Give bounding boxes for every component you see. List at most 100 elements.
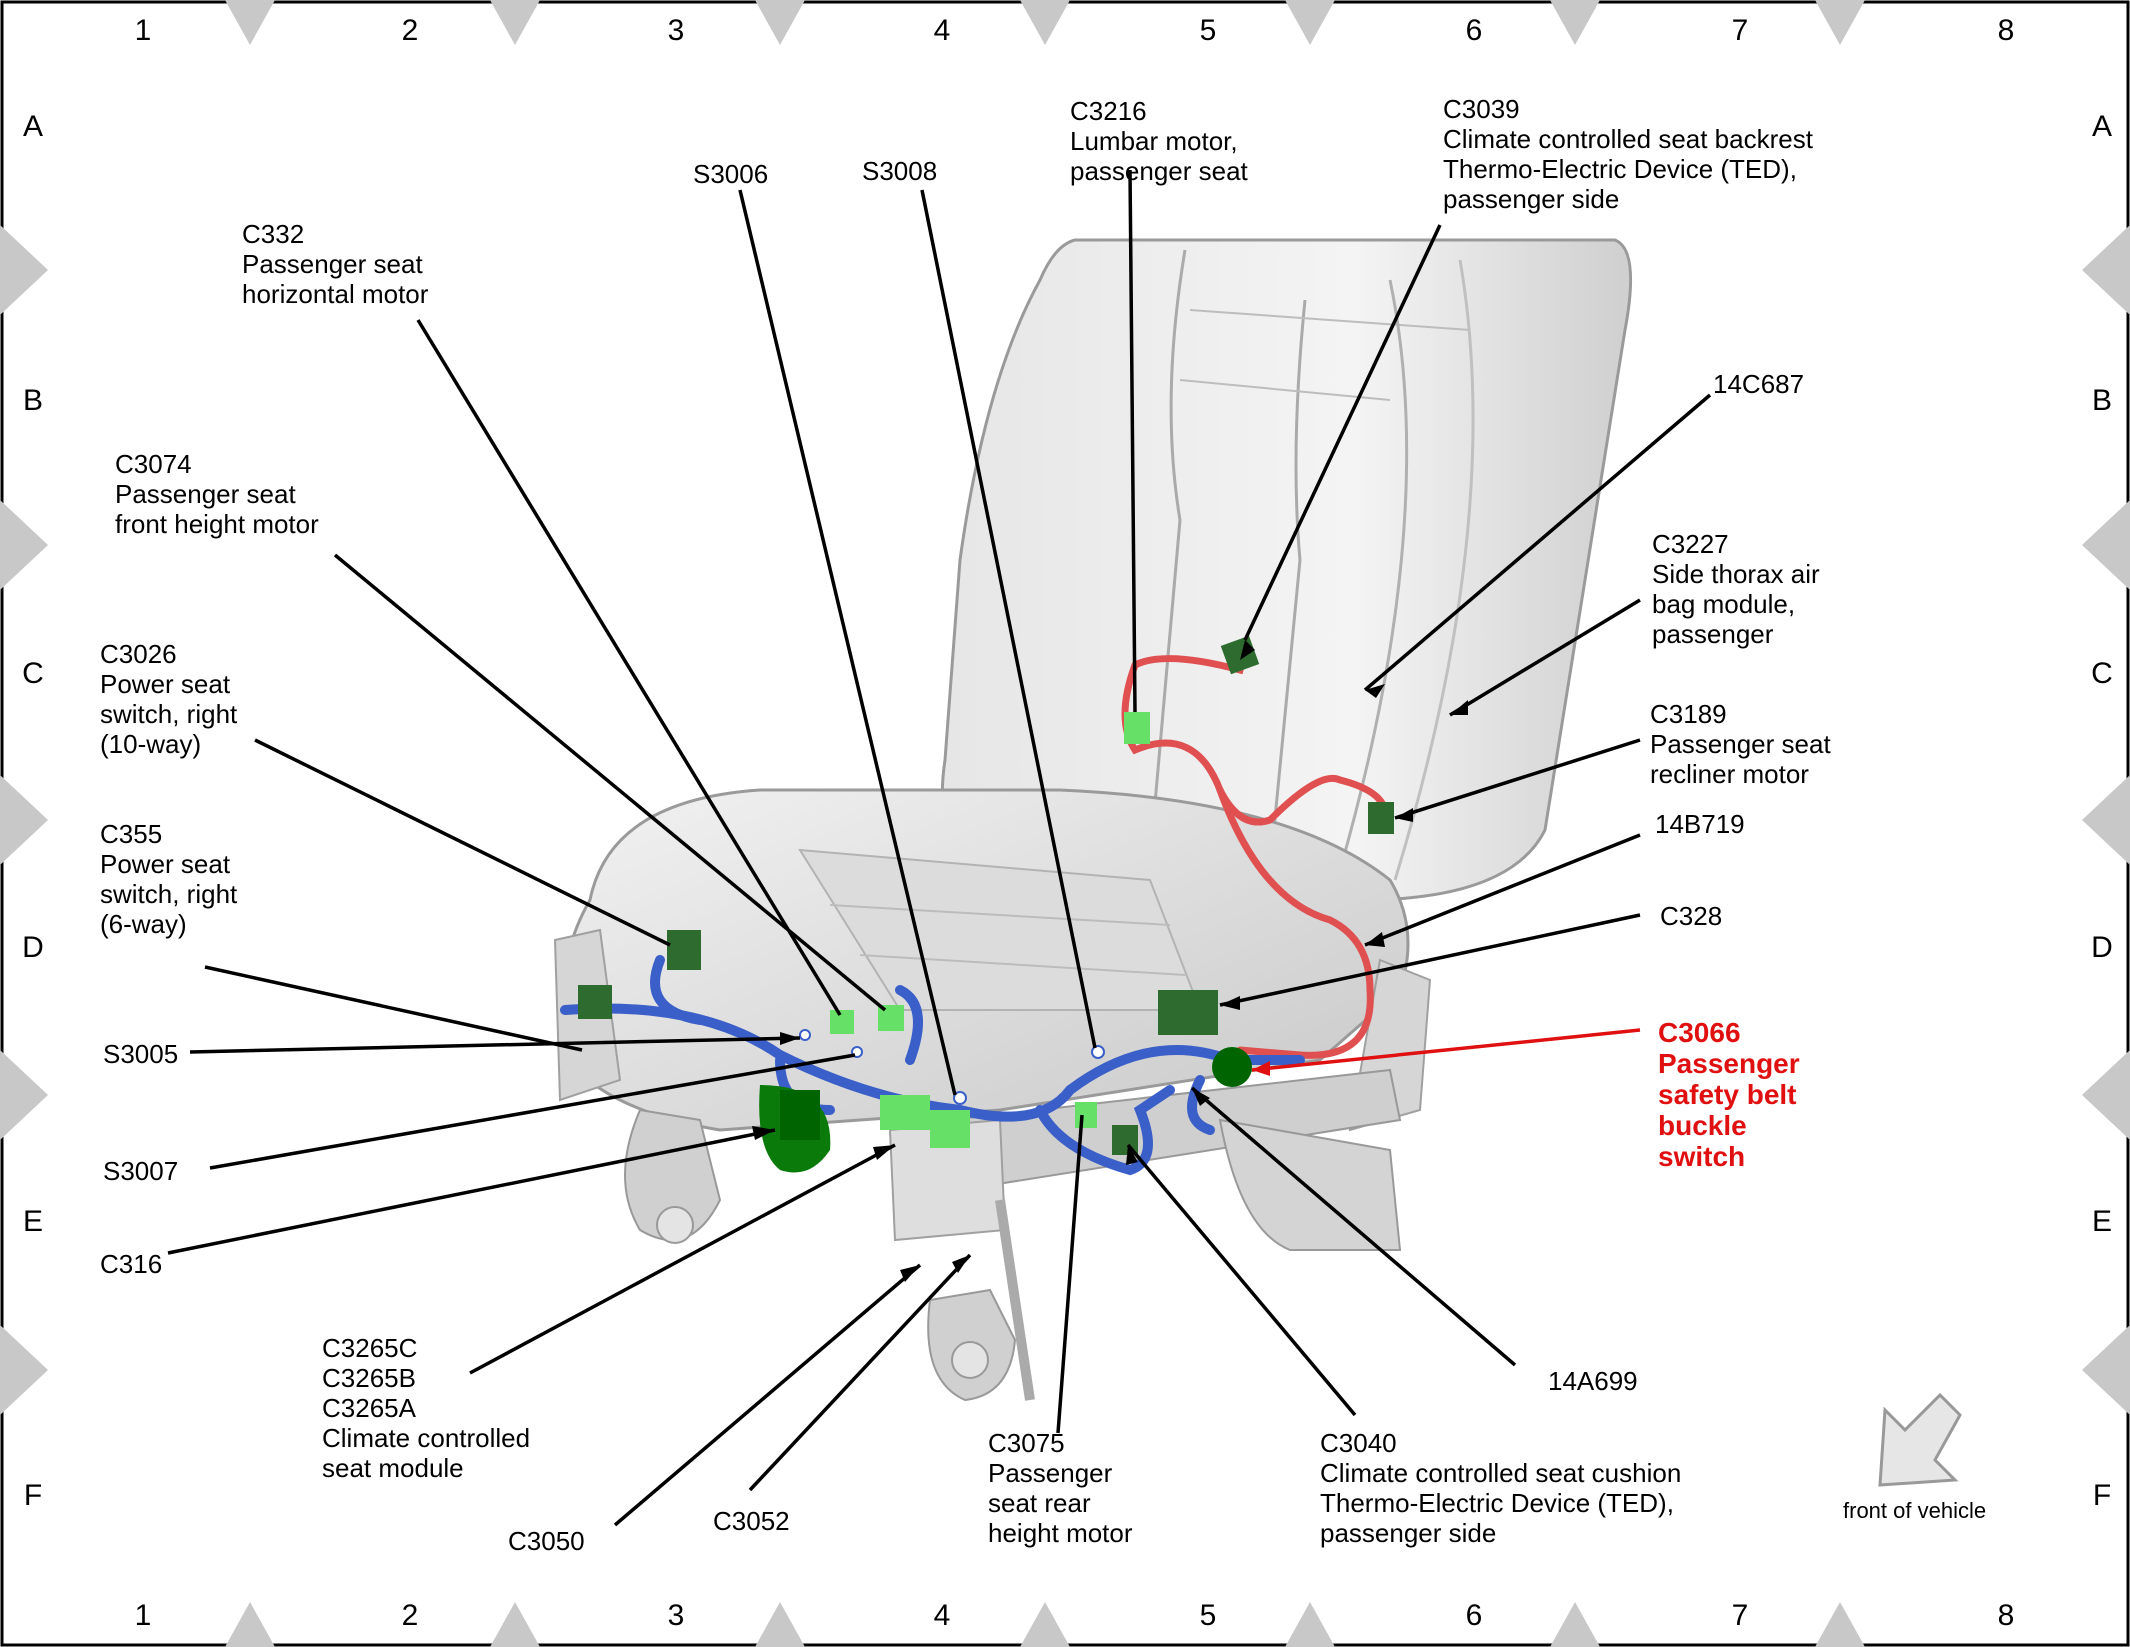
grid-column-label: 4 [934,1599,951,1632]
label-line: C3066 [1658,1017,1741,1048]
label-line: seat rear [988,1488,1091,1518]
label-s3005: S3005 [103,1039,178,1069]
label-line: C3265B [322,1363,416,1393]
label-line: C3026 [100,639,177,669]
grid-row-label: E [23,1205,43,1238]
grid-column-label: 6 [1466,1599,1483,1632]
connector-c355 [578,985,612,1019]
label-line: Side thorax air [1652,559,1820,589]
label-line: C3216 [1070,96,1147,126]
label-line: passenger side [1320,1518,1496,1548]
label-line: switch, right [100,879,238,909]
label-line: S3006 [693,159,768,189]
connector-c3026 [667,930,701,970]
label-line: Power seat [100,669,231,699]
label-line: switch [1658,1141,1745,1172]
label-line: Thermo-Electric Device (TED), [1320,1488,1674,1518]
connector-c328 [1158,990,1218,1035]
grid-row-label: B [2092,384,2112,417]
splice-s3008 [1091,1045,1105,1059]
splice-s3006 [953,1091,967,1105]
label-line: (10-way) [100,729,201,759]
grid-row-label: E [2092,1205,2112,1238]
label-line: passenger side [1443,184,1619,214]
label-line: Climate controlled seat cushion [1320,1458,1681,1488]
grid-column-label: 4 [934,14,951,47]
label-line: C3040 [1320,1428,1397,1458]
label-line: S3008 [862,156,937,186]
leader-c3066 [1251,1028,1641,1072]
label-line: C328 [1660,901,1722,931]
connector-c3075 [1075,1102,1097,1128]
label-line: C355 [100,819,162,849]
label-line: passenger seat [1070,156,1249,186]
grid-column-label: 7 [1732,1599,1749,1632]
label-line: 14A699 [1548,1366,1638,1396]
label-line: C316 [100,1249,162,1279]
leader-lines [167,169,1712,1527]
label-c3052: C3052 [713,1506,790,1536]
label-line: Passenger seat [1650,729,1831,759]
label-line: Passenger seat [242,249,423,279]
connector-c332 [830,1010,854,1034]
label-line: C3039 [1443,94,1520,124]
grid-row-label: C [2091,657,2113,690]
grid-row-label: C [22,657,44,690]
grid-column-label: 3 [668,14,685,47]
connector-c3189 [1368,802,1394,834]
grid-column-label: 5 [1200,14,1217,47]
label-line: C3074 [115,449,192,479]
label-s3008: S3008 [862,156,937,186]
grid-row-label: A [23,110,43,143]
label-line: seat module [322,1453,464,1483]
label-line: S3007 [103,1156,178,1186]
grid-column-label: 7 [1732,14,1749,47]
front-of-vehicle-indicator: front of vehicle [1843,1392,1986,1523]
grid-column-label: 8 [1998,14,2015,47]
connector-c3066 [1212,1047,1252,1087]
label-line: Climate controlled seat backrest [1443,124,1814,154]
label-line: C3265C [322,1333,417,1363]
grid-row-label: F [24,1479,42,1512]
blue-harness [560,955,1305,1176]
grid-row-label: B [23,384,43,417]
label-line: Climate controlled [322,1423,530,1453]
label-line: passenger [1652,619,1774,649]
label-14a699: 14A699 [1548,1366,1638,1396]
grid-column-label: 8 [1998,1599,2015,1632]
splice-s3005 [799,1029,811,1041]
label-line: C3075 [988,1428,1065,1458]
front-of-vehicle-label: front of vehicle [1843,1498,1986,1523]
grid-column-label: 1 [135,1599,152,1632]
label-line: Passenger [1658,1048,1800,1079]
grid-row-label: D [2091,931,2113,964]
grid-column-label: 3 [668,1599,685,1632]
label-line: Passenger [988,1458,1113,1488]
connector-c3265 [880,1095,930,1130]
label-line: safety belt [1658,1079,1797,1110]
label-c328: C328 [1660,901,1722,931]
label-c3050: C3050 [508,1526,585,1556]
leader-arrowheads [752,640,1468,1282]
label-line: S3005 [103,1039,178,1069]
connector-c3216 [1124,712,1150,744]
grid-row-label: F [2093,1479,2111,1512]
label-line: C3052 [713,1506,790,1536]
label-s3007: S3007 [103,1156,178,1186]
